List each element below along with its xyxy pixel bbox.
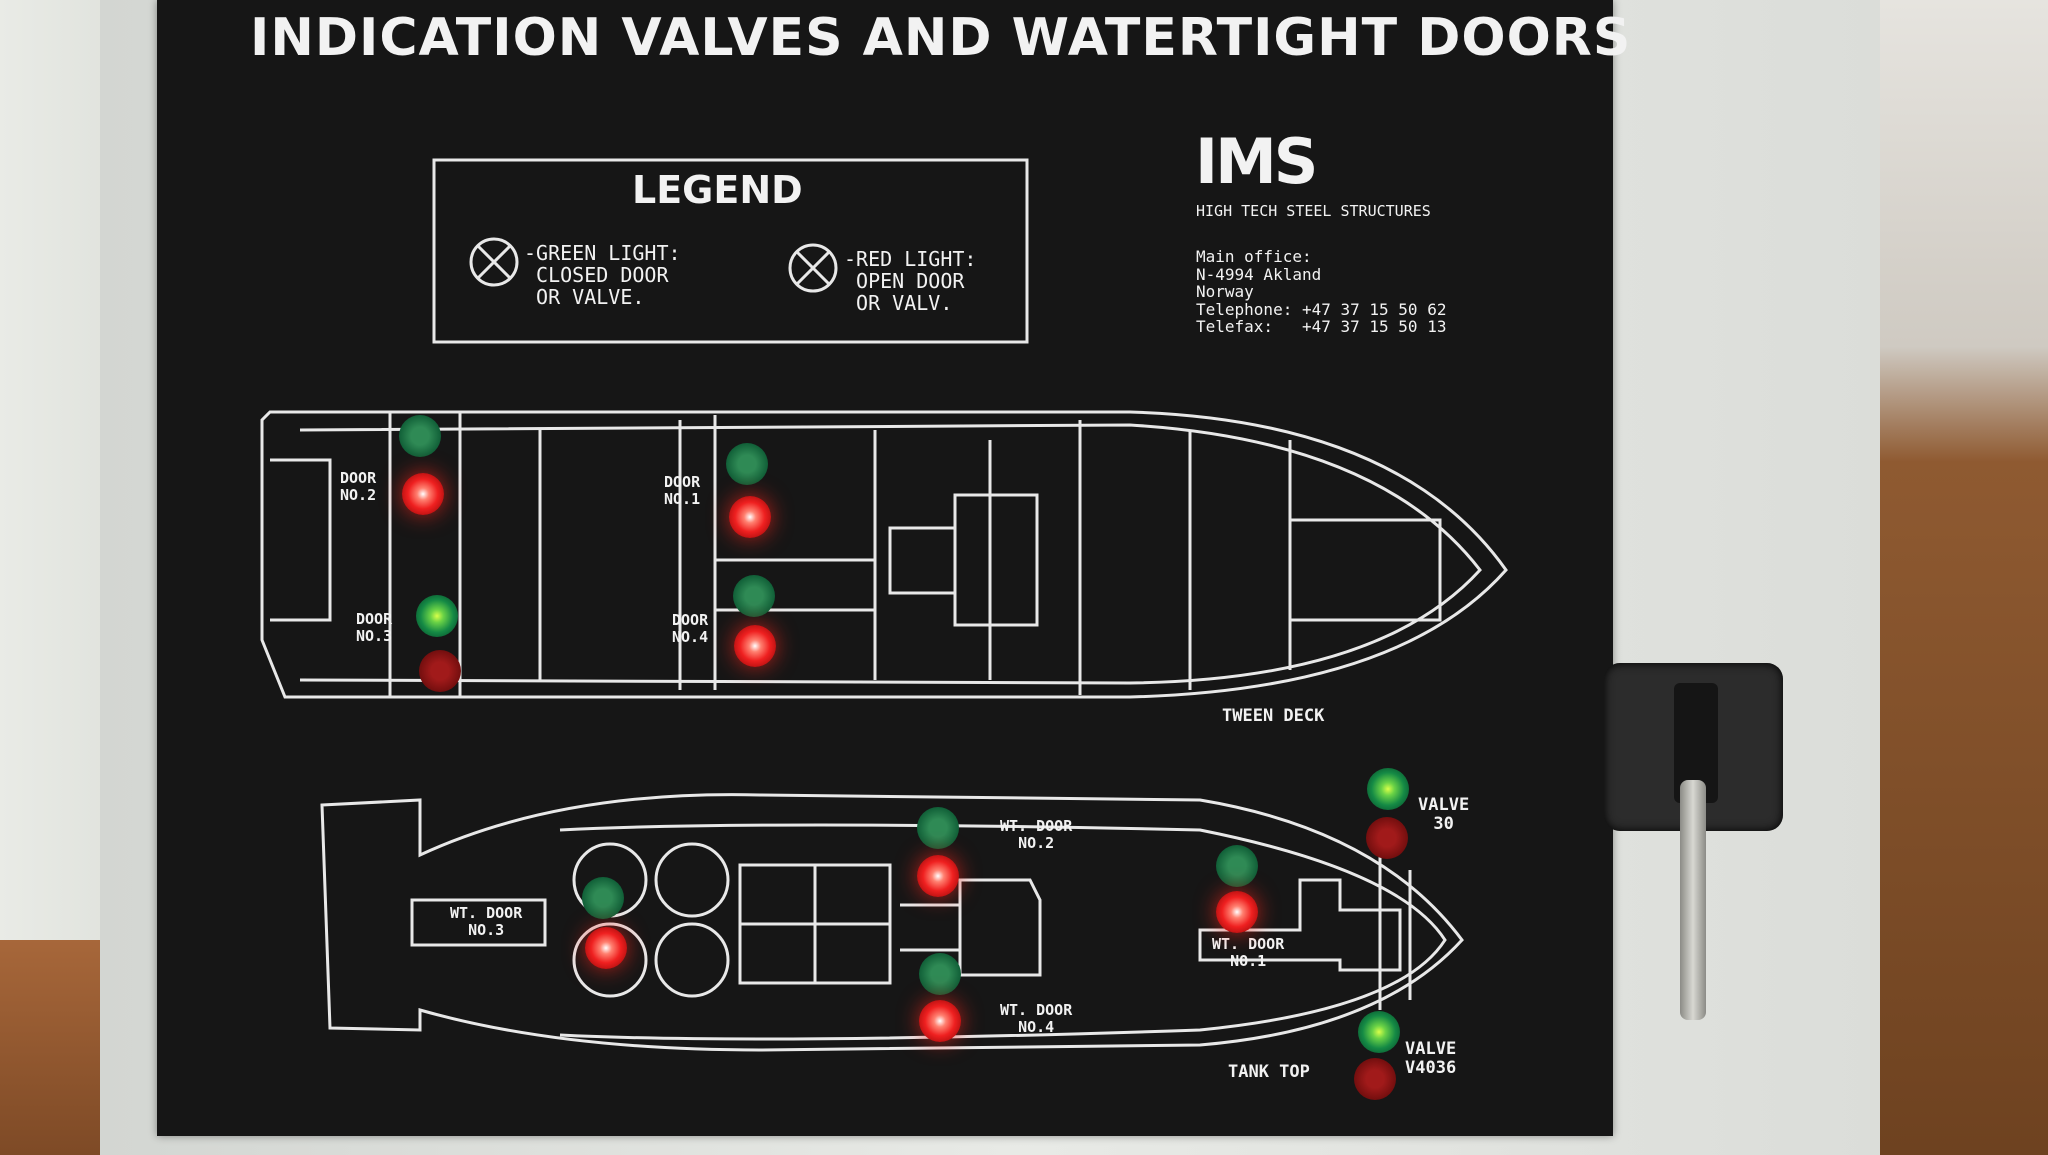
legend-title: LEGEND [632, 168, 803, 212]
legend-lamp-symbol-red [788, 243, 838, 293]
valve-30-red-lamp [1366, 817, 1408, 859]
wt-door-2-red-lamp [917, 855, 959, 897]
tank-top-label: TANK TOP [1228, 1062, 1310, 1082]
wt-door-3-red-lamp [585, 927, 627, 969]
valve-30-green-lamp [1367, 768, 1409, 810]
company-tagline: HIGH TECH STEEL STRUCTURES [1196, 202, 1431, 220]
door-1-red-lamp [729, 496, 771, 538]
valve-v4036-label: VALVE V4036 [1405, 1039, 1457, 1078]
wt-door-2-green-lamp [917, 807, 959, 849]
tween-deck-label: TWEEN DECK [1222, 706, 1325, 726]
wood-cabinet [1880, 0, 2048, 1155]
wt-door-3-label: WT. DOOR NO.3 [450, 904, 523, 939]
legend-green-text: -GREEN LIGHT: CLOSED DOOR OR VALVE. [524, 241, 681, 309]
key[interactable] [1680, 780, 1706, 1020]
door-1-label: DOOR NO.1 [664, 473, 701, 508]
door-2-green-lamp [399, 415, 441, 457]
wt-door-2-label: WT. DOOR NO.2 [1000, 817, 1073, 852]
door-4-red-lamp [734, 625, 776, 667]
tween-deck-outline [260, 410, 1508, 699]
door-3-label: DOOR NO.3 [356, 610, 393, 645]
door-3-green-lamp [416, 595, 458, 637]
legend-red-text: -RED LIGHT: OPEN DOOR OR VALV. [844, 247, 977, 315]
valve-v4036-red-lamp [1354, 1058, 1396, 1100]
door-2-label: DOOR NO.2 [340, 469, 377, 504]
wt-door-4-label: WT. DOOR NO.4 [1000, 1001, 1073, 1036]
panel-title: INDICATION VALVES AND WATERTIGHT DOORS [250, 8, 1632, 68]
wt-door-3-green-lamp [582, 877, 624, 919]
tank-top-outline [320, 793, 1464, 1052]
wt-door-1-red-lamp [1216, 891, 1258, 933]
indication-panel [157, 0, 1613, 1136]
ims-logo: IMS [1195, 125, 1318, 198]
door-4-label: DOOR NO.4 [672, 611, 709, 646]
wt-door-4-red-lamp [919, 1000, 961, 1042]
valve-30-label: VALVE 30 [1418, 795, 1470, 834]
door-1-green-lamp [726, 443, 768, 485]
door-2-red-lamp [402, 473, 444, 515]
wt-door-4-green-lamp [919, 953, 961, 995]
door-3-red-lamp [419, 650, 461, 692]
wt-door-1-label: WT. DOOR NO.1 [1212, 935, 1285, 970]
door-4-green-lamp [733, 575, 775, 617]
valve-v4036-green-lamp [1358, 1011, 1400, 1053]
company-info: Main office: N-4994 Akland Norway Teleph… [1196, 247, 1447, 337]
legend-box [432, 158, 1029, 344]
legend-lamp-symbol-green [469, 237, 519, 287]
wt-door-1-green-lamp [1216, 845, 1258, 887]
